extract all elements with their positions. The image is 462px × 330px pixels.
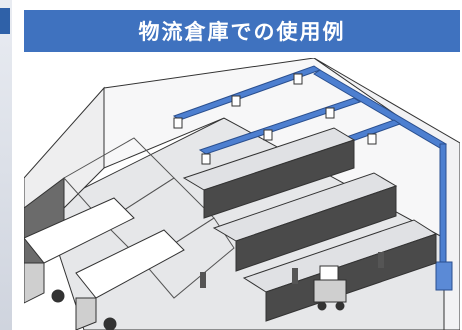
workers <box>200 252 384 288</box>
left-tab-marker <box>0 8 10 34</box>
warehouse-illustration <box>24 58 460 330</box>
forklift <box>313 265 347 311</box>
left-strip <box>0 0 12 330</box>
truck-2 <box>75 229 185 330</box>
title-banner: 物流倉庫での使用例 <box>24 10 460 52</box>
truck-1 <box>24 197 135 304</box>
banner-title: 物流倉庫での使用例 <box>138 20 346 44</box>
